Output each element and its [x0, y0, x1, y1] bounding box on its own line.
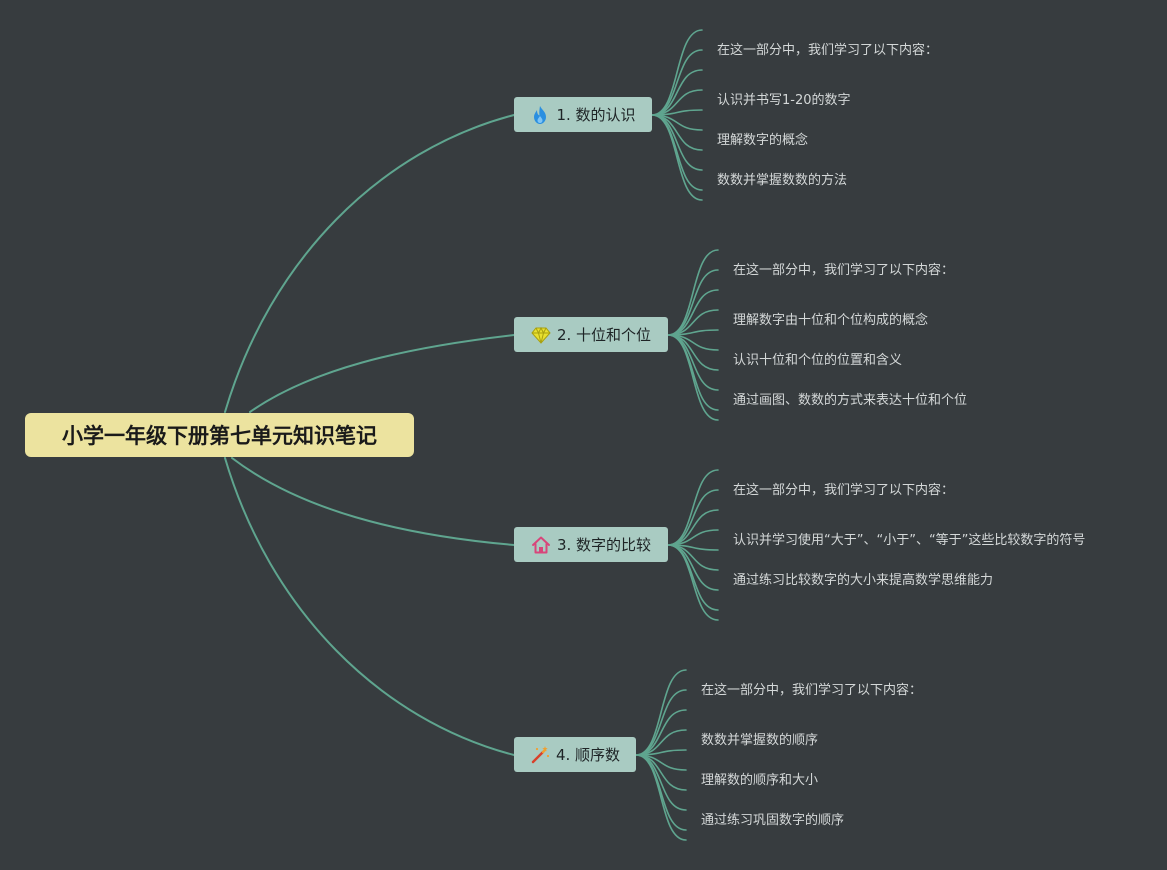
branch-leaf-connector — [651, 29, 703, 116]
branch-topic-label: 3. 数字的比较 — [556, 536, 652, 554]
root-topic[interactable]: 小学一年级下册第七单元知识笔记 — [25, 413, 414, 457]
branch-leaf-connector — [651, 114, 703, 191]
branch-leaf-connector — [667, 334, 719, 371]
leaf-topic[interactable]: 在这一部分中，我们学习了以下内容： — [701, 683, 923, 698]
flame-icon — [530, 105, 550, 125]
leaf-topic[interactable]: 在这一部分中，我们学习了以下内容： — [733, 263, 955, 278]
branch-topic-label: 2. 十位和个位 — [556, 326, 652, 344]
branch-topic-number-recognition[interactable]: 1. 数的认识 — [514, 97, 652, 132]
leaf-topic[interactable]: 认识十位和个位的位置和含义 — [733, 353, 903, 368]
branch-leaf-connector — [635, 754, 687, 831]
branch-topic-tens-and-ones[interactable]: 2. 十位和个位 — [514, 317, 668, 352]
magic-wand-icon — [530, 745, 550, 765]
branch-leaf-connector — [651, 69, 703, 116]
branch-topic-number-comparison[interactable]: 3. 数字的比较 — [514, 527, 668, 562]
leaf-topic[interactable]: 认识并学习使用“大于”、“小于”、“等于”这些比较数字的符号 — [733, 533, 1086, 548]
gem-icon — [531, 325, 551, 345]
branch-leaf-connector — [667, 334, 719, 421]
branch-leaf-connector — [635, 669, 687, 756]
leaf-topic[interactable]: 数数并掌握数的顺序 — [701, 733, 819, 748]
branch-leaf-connector — [635, 754, 687, 791]
branch-leaf-connector — [667, 509, 719, 546]
branch-topic-label: 4. 顺序数 — [555, 746, 621, 764]
branch-leaf-connector — [651, 49, 703, 116]
leaf-topic[interactable]: 理解数字的概念 — [717, 133, 809, 148]
branch-leaf-connector — [635, 709, 687, 756]
root-branch-connector — [249, 334, 515, 413]
branch-topic-ordinal-numbers[interactable]: 4. 顺序数 — [514, 737, 636, 772]
house-icon — [531, 535, 551, 555]
branch-leaf-connector — [667, 269, 719, 336]
root-topic-label: 小学一年级下册第七单元知识笔记 — [62, 424, 377, 448]
root-branch-connector — [224, 114, 515, 413]
leaf-topic[interactable]: 在这一部分中，我们学习了以下内容： — [717, 43, 939, 58]
branch-leaf-connector — [667, 544, 719, 611]
branch-topic-label: 1. 数的认识 — [556, 106, 636, 124]
branch-leaf-connector — [635, 754, 687, 841]
leaf-topic[interactable]: 数数并掌握数数的方法 — [717, 173, 848, 188]
branch-leaf-connector — [667, 289, 719, 336]
leaf-topic[interactable]: 理解数字由十位和个位构成的概念 — [733, 313, 929, 328]
root-branch-connector — [224, 457, 515, 756]
leaf-topic[interactable]: 认识并书写1-20的数字 — [717, 93, 851, 108]
root-branch-connector — [231, 457, 515, 546]
leaf-topic[interactable]: 在这一部分中，我们学习了以下内容： — [733, 483, 955, 498]
leaf-topic[interactable]: 通过练习巩固数字的顺序 — [701, 813, 845, 828]
branch-leaf-connector — [667, 544, 719, 621]
branch-leaf-connector — [667, 249, 719, 336]
branch-leaf-connector — [667, 469, 719, 546]
branch-leaf-connector — [667, 334, 719, 411]
branch-leaf-connector — [635, 689, 687, 756]
leaf-topic[interactable]: 通过练习比较数字的大小来提高数学思维能力 — [733, 573, 994, 588]
branch-leaf-connector — [651, 114, 703, 201]
branch-leaf-connector — [651, 114, 703, 151]
leaf-topic[interactable]: 通过画图、数数的方式来表达十位和个位 — [733, 393, 968, 408]
leaf-topic[interactable]: 理解数的顺序和大小 — [701, 773, 819, 788]
